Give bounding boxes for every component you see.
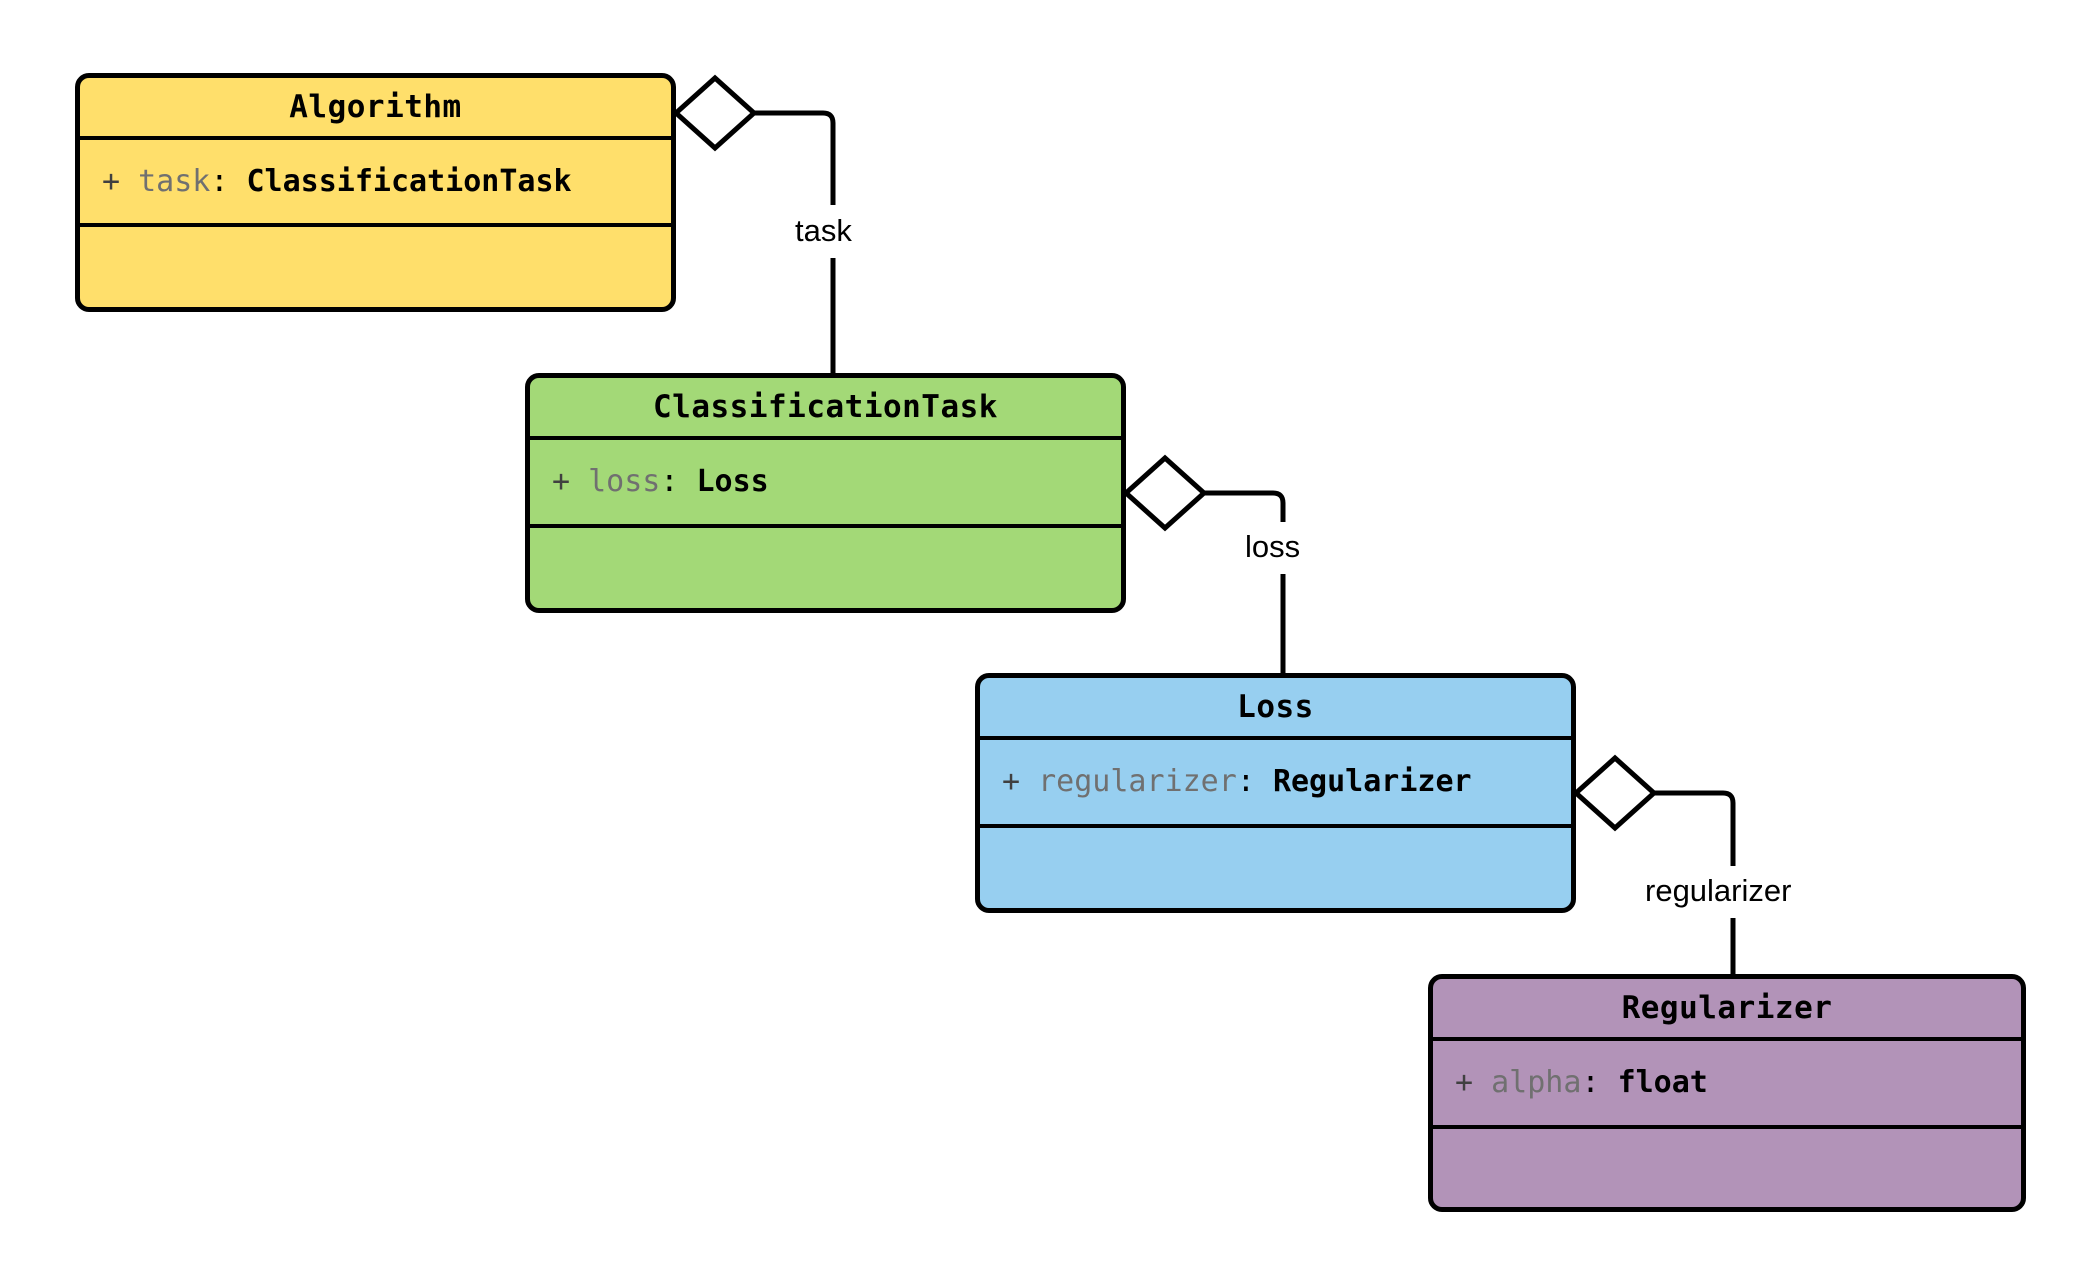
hollow-diamond-icon xyxy=(1572,754,1658,832)
attribute-visibility: + xyxy=(1002,764,1021,800)
attribute-type: float xyxy=(1617,1065,1708,1101)
class-methods-algorithm xyxy=(80,227,671,307)
edge-loss[interactable] xyxy=(1122,454,1286,673)
class-name-regularizer: Regularizer xyxy=(1433,979,2021,1041)
attribute-name: task xyxy=(138,163,211,199)
attribute-name: alpha xyxy=(1491,1065,1582,1101)
attribute-visibility: + xyxy=(1455,1065,1474,1101)
hollow-diamond-icon xyxy=(672,74,758,152)
attribute-type: Loss xyxy=(696,464,769,500)
attribute-visibility: + xyxy=(102,163,121,199)
attribute-separator: : xyxy=(1581,1065,1600,1101)
edge-label-loss: loss xyxy=(1240,531,1306,562)
edge-regularizer[interactable] xyxy=(1572,754,1736,974)
hollow-diamond-icon xyxy=(1122,454,1208,532)
attribute-separator: : xyxy=(660,464,679,500)
class-methods-loss xyxy=(980,828,1571,908)
class-box-algorithm[interactable]: Algorithm + task: ClassificationTask xyxy=(75,73,676,312)
class-box-classificationtask[interactable]: ClassificationTask + loss: Loss xyxy=(525,373,1126,613)
class-attributes-algorithm: + task: ClassificationTask xyxy=(80,140,671,227)
attribute-row: + task: ClassificationTask xyxy=(102,163,671,201)
attribute-row: + alpha: float xyxy=(1455,1064,2021,1102)
attribute-visibility: + xyxy=(552,464,571,500)
edge-label-regularizer: regularizer xyxy=(1640,875,1797,906)
class-name-classificationtask: ClassificationTask xyxy=(530,378,1121,440)
attribute-row: + loss: Loss xyxy=(552,463,1121,501)
class-attributes-regularizer: + alpha: float xyxy=(1433,1041,2021,1129)
attribute-row: + regularizer: Regularizer xyxy=(1002,763,1571,801)
class-box-regularizer[interactable]: Regularizer + alpha: float xyxy=(1428,974,2026,1212)
attribute-separator: : xyxy=(210,163,229,199)
class-attributes-loss: + regularizer: Regularizer xyxy=(980,740,1571,828)
edge-label-task: task xyxy=(790,215,857,246)
class-methods-classificationtask xyxy=(530,528,1121,608)
class-name-algorithm: Algorithm xyxy=(80,78,671,140)
attribute-type: Regularizer xyxy=(1272,764,1472,800)
class-name-loss: Loss xyxy=(980,678,1571,740)
attribute-type: ClassificationTask xyxy=(246,163,572,199)
edge-task[interactable] xyxy=(672,74,836,373)
attribute-name: regularizer xyxy=(1038,764,1237,800)
class-methods-regularizer xyxy=(1433,1129,2021,1207)
attribute-name: loss xyxy=(588,464,661,500)
class-box-loss[interactable]: Loss + regularizer: Regularizer xyxy=(975,673,1576,913)
attribute-separator: : xyxy=(1236,764,1255,800)
class-attributes-classificationtask: + loss: Loss xyxy=(530,440,1121,528)
